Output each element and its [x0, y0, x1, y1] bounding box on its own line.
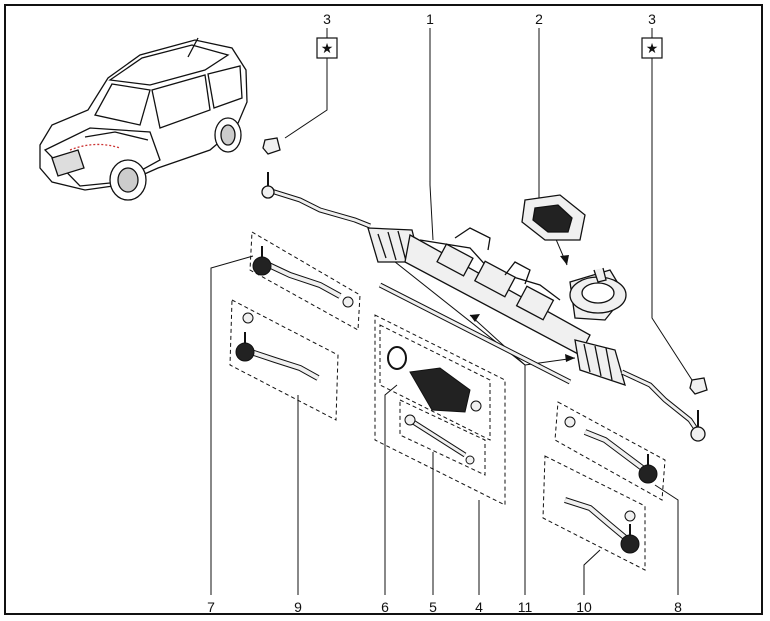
steering-rack-assembly: [261, 137, 708, 442]
callout-4: 4: [475, 599, 483, 615]
callout-labels: 1 2 3 3 7 9 6 5 4 11 10 8: [207, 11, 682, 615]
callout-3-right: 3: [648, 11, 656, 27]
kit-8: [554, 401, 666, 501]
callout-6: 6: [381, 599, 389, 615]
callout-10: 10: [576, 599, 592, 615]
diagram-border: [4, 4, 763, 615]
star-icon: ★: [321, 40, 334, 56]
kit-4: [374, 314, 506, 506]
callout-5: 5: [429, 599, 437, 615]
car-illustration: [39, 37, 248, 201]
callout-2: 2: [535, 11, 543, 27]
callout-3-left: 3: [323, 11, 331, 27]
callout-11: 11: [518, 599, 533, 615]
seal-part: [521, 194, 586, 241]
callout-7: 7: [207, 599, 215, 615]
kit-10: [542, 455, 646, 571]
star-box-right: ★: [641, 37, 663, 59]
star-icon: ★: [646, 40, 659, 56]
callout-1: 1: [426, 11, 434, 27]
leader-lines: [210, 28, 693, 595]
clamp-ring: [387, 346, 407, 370]
kit-7: [249, 231, 361, 331]
callout-9: 9: [294, 599, 302, 615]
kit-9: [229, 299, 339, 421]
callout-8: 8: [674, 599, 682, 615]
rubber-boot: [409, 367, 471, 413]
star-box-left: ★: [316, 37, 338, 59]
kit-5: [399, 399, 486, 476]
